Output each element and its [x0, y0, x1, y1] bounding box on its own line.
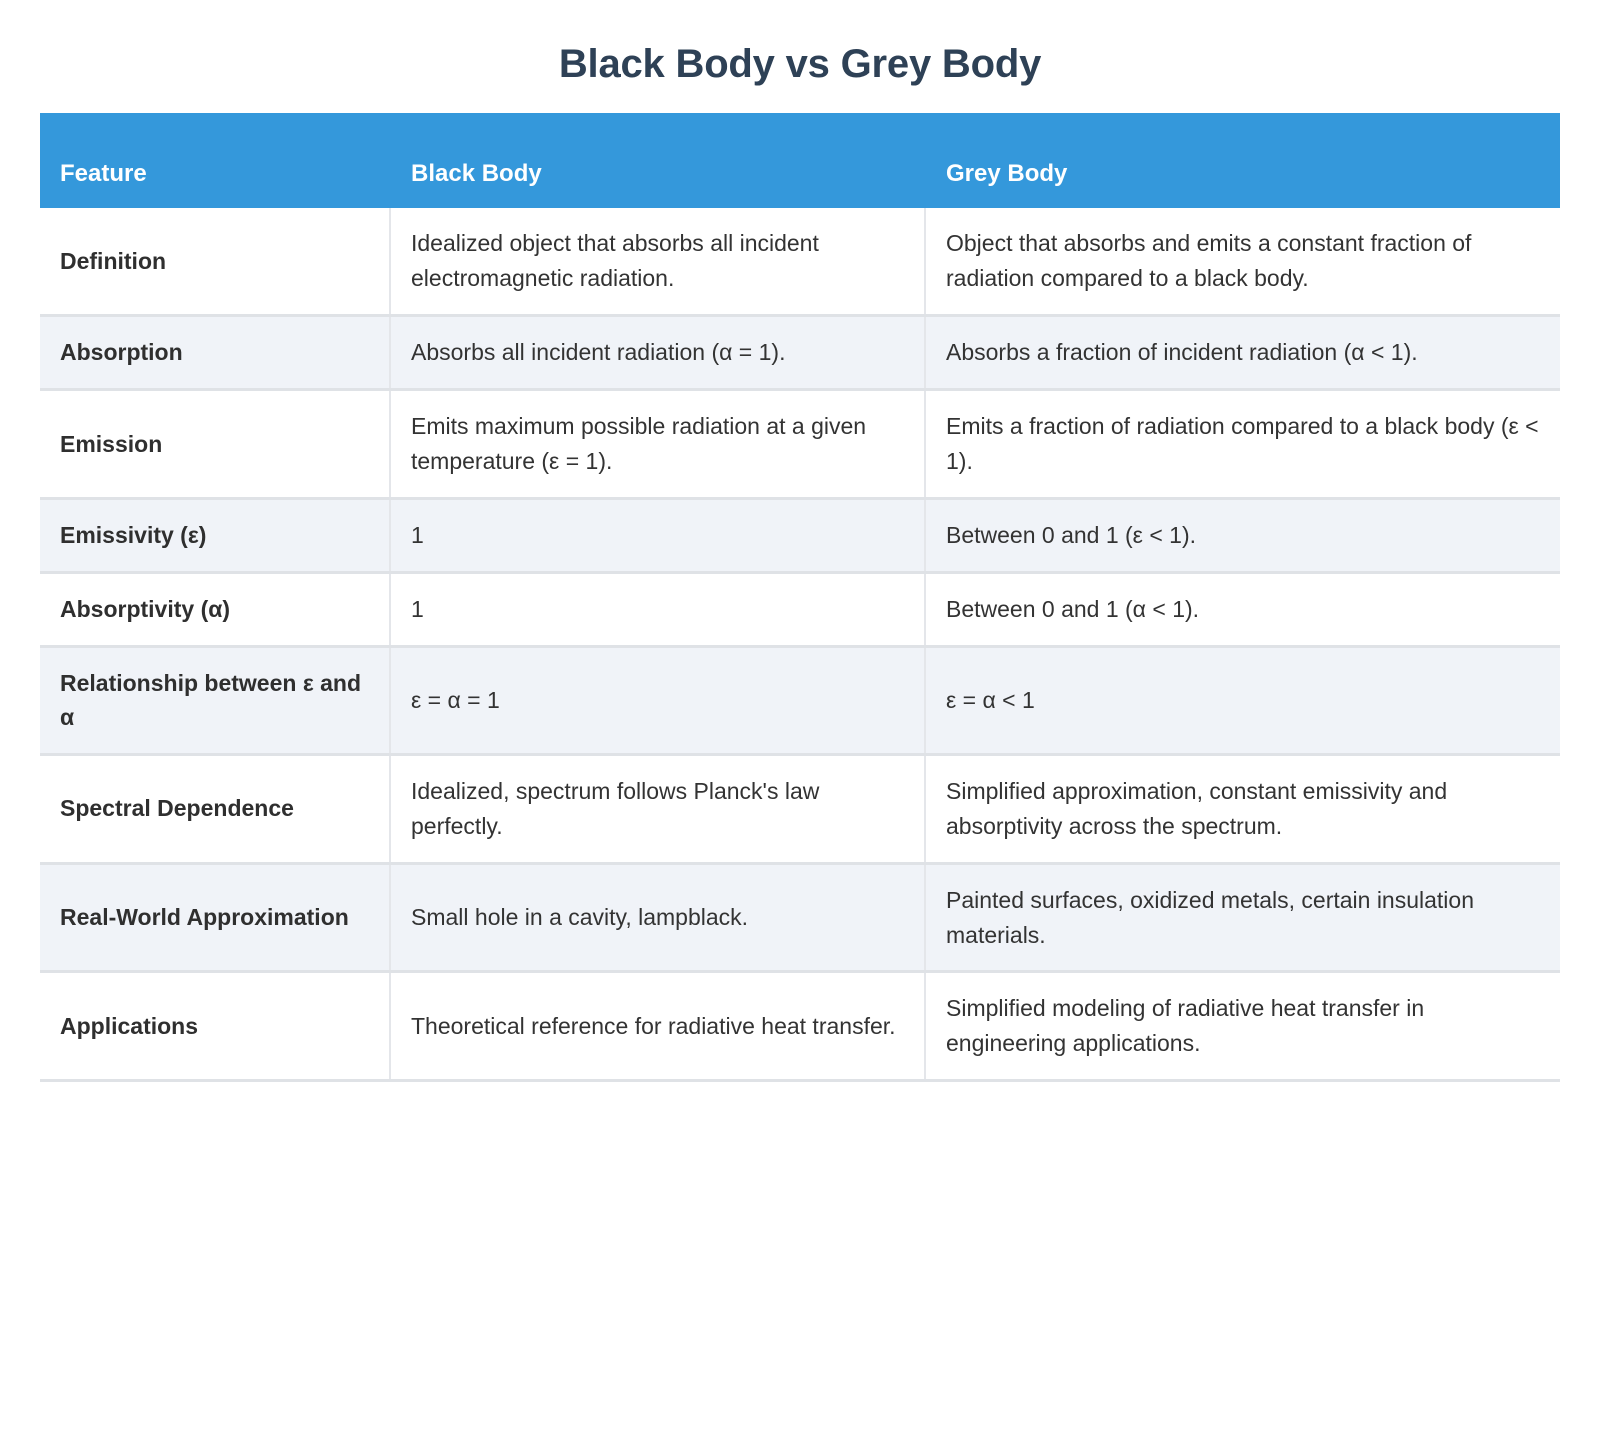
- table-row: Spectral Dependence Idealized, spectrum …: [40, 754, 1560, 865]
- column-header-black-body: Black Body: [390, 113, 926, 208]
- row-feature-label: Emission: [40, 389, 391, 500]
- row-grey-body-value: Emits a fraction of radiation compared t…: [925, 389, 1560, 500]
- table-row: Absorptivity (α) 1 Between 0 and 1 (α < …: [40, 572, 1560, 648]
- row-black-body-value: 1: [390, 498, 926, 574]
- table-row: Real-World Approximation Small hole in a…: [40, 863, 1560, 974]
- row-feature-label: Absorptivity (α): [40, 572, 391, 648]
- row-grey-body-value: Object that absorbs and emits a constant…: [925, 208, 1560, 317]
- row-grey-body-value: Absorbs a fraction of incident radiation…: [925, 315, 1560, 391]
- table-row: Emission Emits maximum possible radiatio…: [40, 389, 1560, 500]
- row-black-body-value: 1: [390, 572, 926, 648]
- row-black-body-value: Theoretical reference for radiative heat…: [390, 971, 926, 1083]
- row-black-body-value: Emits maximum possible radiation at a gi…: [390, 389, 926, 500]
- comparison-table-container: Feature Black Body Grey Body Definition …: [40, 113, 1560, 1083]
- table-header: Feature Black Body Grey Body: [40, 113, 1560, 208]
- row-feature-label: Applications: [40, 971, 391, 1083]
- table-row: Absorption Absorbs all incident radiatio…: [40, 315, 1560, 391]
- column-header-grey-body: Grey Body: [925, 113, 1560, 208]
- row-feature-label: Spectral Dependence: [40, 754, 391, 865]
- row-grey-body-value: Simplified modeling of radiative heat tr…: [925, 971, 1560, 1083]
- table-row: Definition Idealized object that absorbs…: [40, 208, 1560, 317]
- row-grey-body-value: Between 0 and 1 (ε < 1).: [925, 498, 1560, 574]
- row-black-body-value: ε = α = 1: [390, 646, 926, 756]
- row-feature-label: Absorption: [40, 315, 391, 391]
- row-grey-body-value: Simplified approximation, constant emiss…: [925, 754, 1560, 865]
- row-grey-body-value: Painted surfaces, oxidized metals, certa…: [925, 863, 1560, 974]
- row-black-body-value: Small hole in a cavity, lampblack.: [390, 863, 926, 974]
- header-row: Feature Black Body Grey Body: [40, 113, 1560, 208]
- table-row: Relationship between ε and α ε = α = 1 ε…: [40, 646, 1560, 756]
- table-row: Applications Theoretical reference for r…: [40, 971, 1560, 1083]
- page-title: Black Body vs Grey Body: [558, 42, 1042, 86]
- comparison-table: Feature Black Body Grey Body Definition …: [40, 113, 1560, 1083]
- table-row: Emissivity (ε) 1 Between 0 and 1 (ε < 1)…: [40, 498, 1560, 574]
- row-feature-label: Definition: [40, 208, 391, 317]
- row-black-body-value: Idealized, spectrum follows Planck's law…: [390, 754, 926, 865]
- row-grey-body-value: ε = α < 1: [925, 646, 1560, 756]
- row-black-body-value: Idealized object that absorbs all incide…: [390, 208, 926, 317]
- column-header-feature: Feature: [40, 113, 391, 208]
- row-black-body-value: Absorbs all incident radiation (α = 1).: [390, 315, 926, 391]
- row-feature-label: Emissivity (ε): [40, 498, 391, 574]
- row-feature-label: Real-World Approximation: [40, 863, 391, 974]
- row-grey-body-value: Between 0 and 1 (α < 1).: [925, 572, 1560, 648]
- table-body: Definition Idealized object that absorbs…: [40, 208, 1560, 1083]
- row-feature-label: Relationship between ε and α: [40, 646, 391, 756]
